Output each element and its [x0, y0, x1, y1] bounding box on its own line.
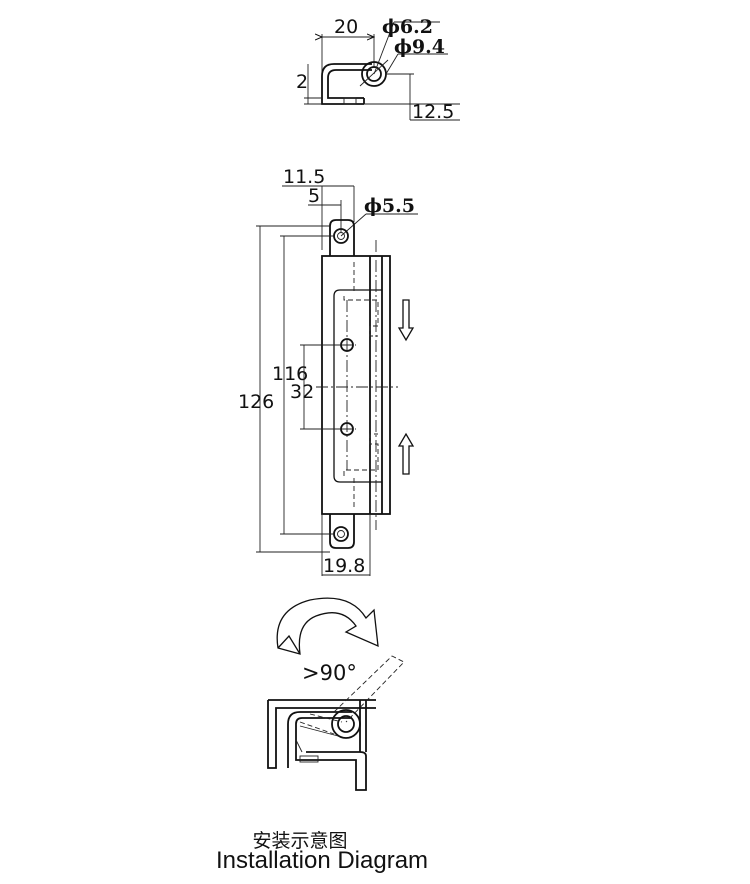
installation-section: [267, 655, 405, 791]
top-pin-dia-dim: ϕ6.2: [382, 16, 433, 38]
front-hole-dia-dim: ϕ5.5: [364, 195, 415, 217]
caption-english: Installation Diagram: [215, 847, 429, 874]
rotation-angle-label: >90°: [302, 661, 357, 685]
front-total-length-dim: 126: [238, 391, 274, 413]
top-thickness-dim: 2: [296, 71, 308, 93]
front-view: 11.5 5 ϕ5.5: [238, 166, 418, 577]
front-mid-pitch-dim: 32: [290, 381, 314, 403]
front-body-width-dim: 19.8: [323, 555, 365, 577]
top-width-dim: 20: [334, 16, 358, 38]
top-height-dim: 12.5: [412, 101, 454, 123]
front-hole-pitch-dim: 116: [272, 363, 308, 385]
rotation-arrow-icon: [276, 597, 379, 655]
caption-chinese: 安装示意图: [252, 830, 348, 852]
front-hole-offset-dim: 5: [308, 185, 320, 207]
top-knuckle-dia-dim: ϕ9.4: [394, 36, 445, 58]
front-leaf-width-dim: 11.5: [283, 166, 325, 188]
top-view: 20 ϕ6.2 ϕ9.4 2 12.5: [296, 16, 460, 123]
